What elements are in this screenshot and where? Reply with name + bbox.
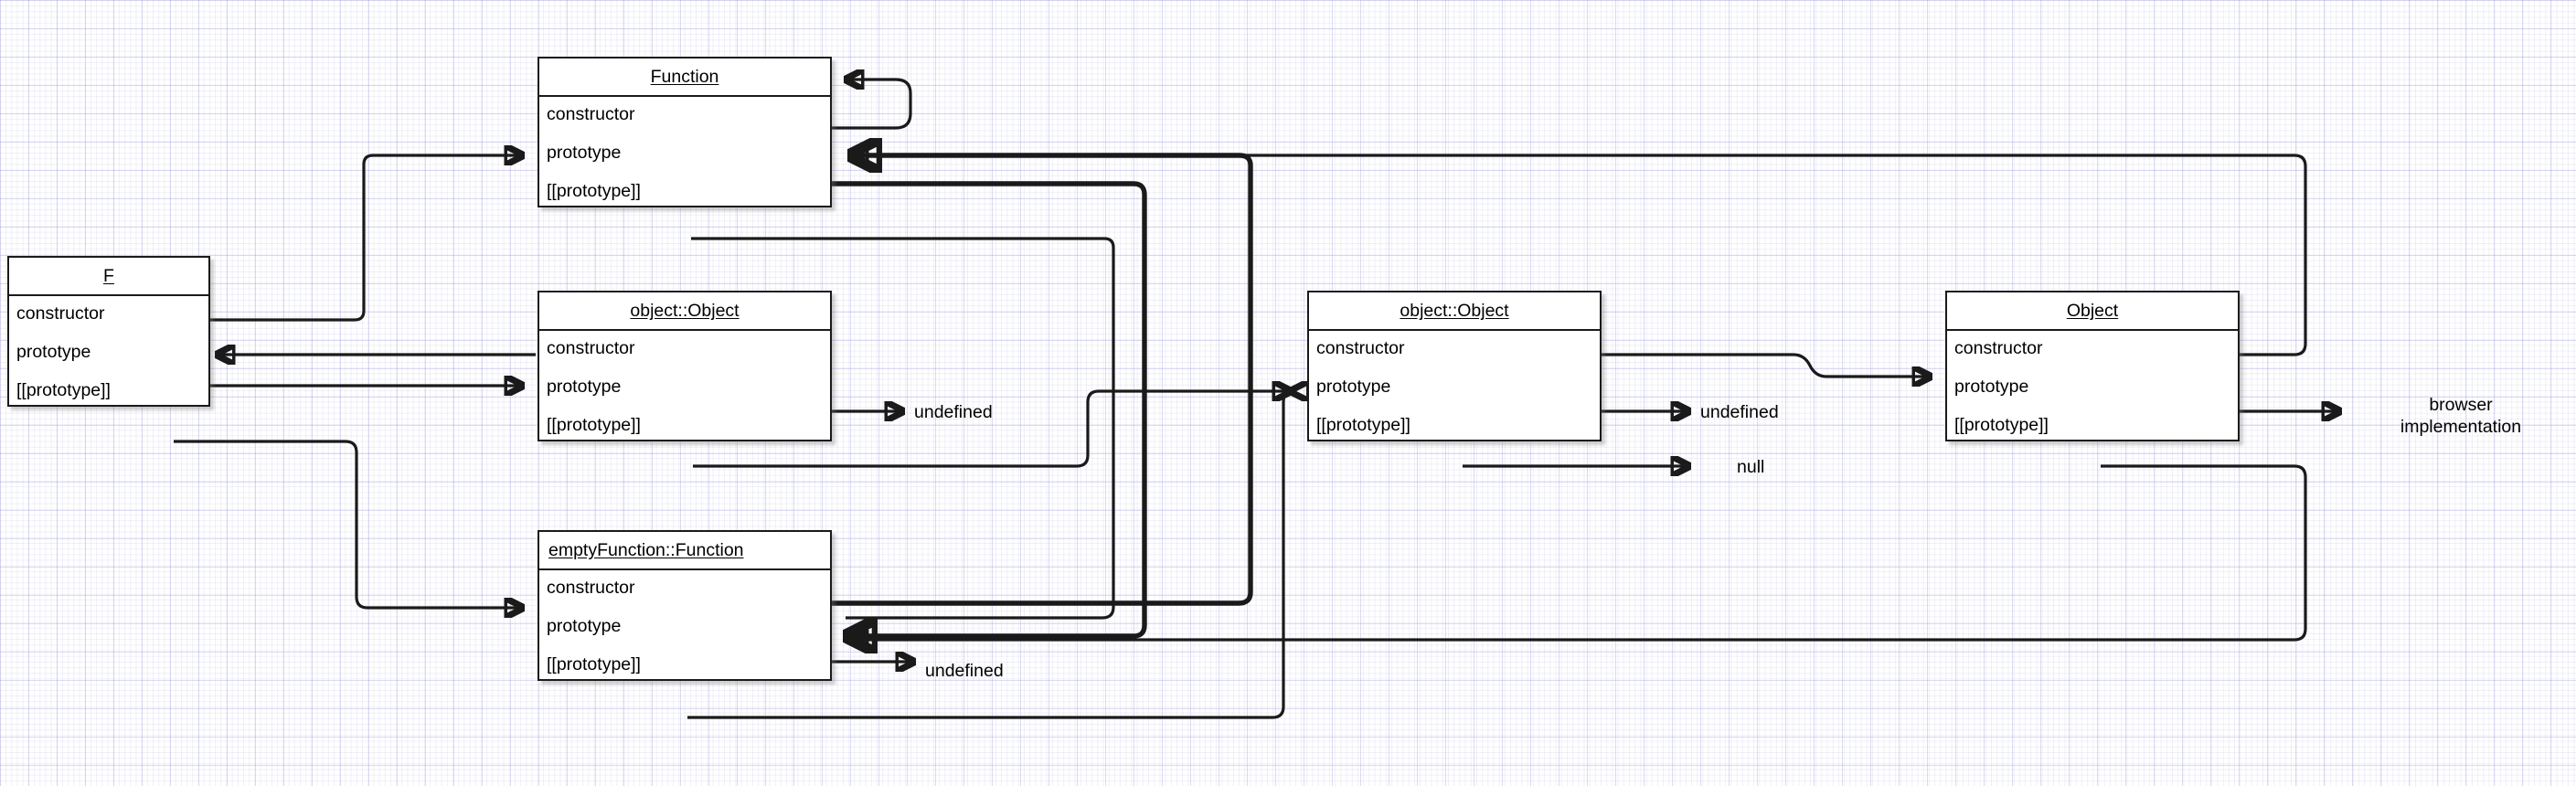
member-prototype: prototype: [547, 377, 622, 397]
class-members-function: constructor prototype [[prototype]]: [539, 97, 830, 207]
edge-f-constructor-to-function: [176, 155, 523, 322]
note-line-2: implementation: [2400, 416, 2522, 437]
member-constructor: constructor: [547, 338, 635, 358]
member-prototype: prototype: [1954, 377, 2029, 397]
uml-class-f[interactable]: F constructor prototype [[prototype]]: [7, 256, 210, 407]
value-label-undefined-mid-right: undefined: [1700, 402, 1779, 422]
uml-class-function[interactable]: Function constructor prototype [[prototy…: [538, 57, 832, 207]
member-constructor: constructor: [1316, 338, 1405, 358]
value-label-null-mid-right: null: [1737, 457, 1765, 477]
class-title-object-instance-left: object::Object: [539, 292, 830, 331]
class-title-f: F: [9, 258, 208, 296]
class-members-object-instance-right: constructor prototype [[prototype]]: [1309, 331, 1600, 441]
class-members-f: constructor prototype [[prototype]]: [9, 296, 208, 407]
note-browser-implementation: browser implementation: [2371, 395, 2550, 439]
member-internal-prototype: [[prototype]]: [1316, 415, 1410, 435]
member-internal-prototype: [[prototype]]: [547, 654, 641, 674]
class-title-empty-function: emptyFunction::Function: [539, 532, 830, 570]
class-title-object: Object: [1947, 292, 2238, 331]
member-internal-prototype: [[prototype]]: [1954, 415, 2049, 435]
member-constructor: constructor: [547, 578, 635, 598]
member-prototype: prototype: [16, 342, 91, 362]
uml-class-object-instance-left[interactable]: object::Object constructor prototype [[p…: [538, 291, 832, 441]
member-internal-prototype: [[prototype]]: [547, 415, 641, 435]
member-internal-prototype: [[prototype]]: [16, 380, 111, 400]
uml-class-object[interactable]: Object constructor prototype [[prototype…: [1945, 291, 2240, 441]
class-title-function: Function: [539, 58, 830, 97]
class-members-object-instance-left: constructor prototype [[prototype]]: [539, 331, 830, 441]
member-constructor: constructor: [16, 303, 105, 324]
member-prototype: prototype: [547, 143, 622, 163]
member-constructor: constructor: [547, 104, 635, 124]
uml-class-object-instance-right[interactable]: object::Object constructor prototype [[p…: [1307, 291, 1602, 441]
member-constructor: constructor: [1954, 338, 2043, 358]
edge-f-internalproto-to-emptyfunction: [174, 440, 523, 608]
note-line-1: browser: [2429, 395, 2493, 415]
class-members-object: constructor prototype [[prototype]]: [1947, 331, 2238, 441]
member-prototype: prototype: [1316, 377, 1391, 397]
value-label-undefined-bottom: undefined: [925, 661, 1004, 681]
member-internal-prototype: [[prototype]]: [547, 181, 641, 201]
value-label-undefined-mid-left: undefined: [914, 402, 993, 422]
member-prototype: prototype: [547, 616, 622, 636]
class-members-empty-function: constructor prototype [[prototype]]: [539, 570, 830, 681]
uml-class-empty-function[interactable]: emptyFunction::Function constructor prot…: [538, 530, 832, 681]
class-title-object-instance-right: object::Object: [1309, 292, 1600, 331]
edge-object-internalproto-to-emptyfunction: [850, 464, 2307, 640]
